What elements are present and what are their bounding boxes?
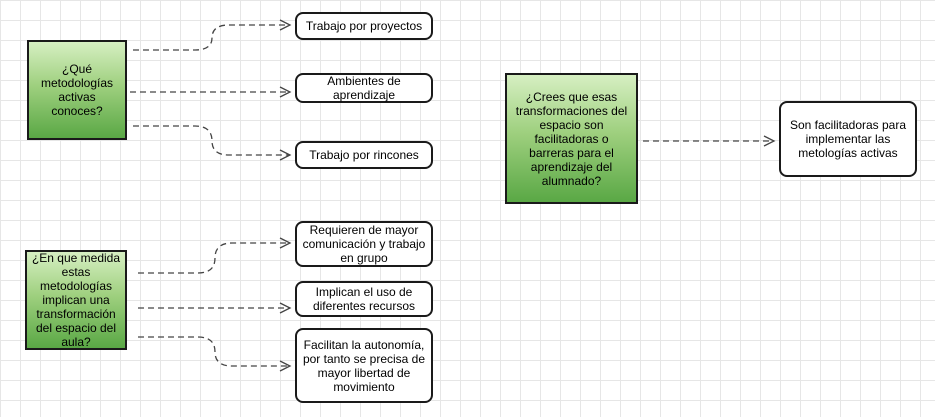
question-methodologies-text: ¿Qué metodologías activas conoces? bbox=[40, 62, 114, 118]
answer-autonomia-movimiento-text: Facilitan la autonomía, por tanto se pre… bbox=[302, 337, 426, 394]
answer-comunicacion-grupo[interactable]: Requieren de mayor comunicación y trabaj… bbox=[295, 221, 433, 267]
question-methodologies[interactable]: ¿Qué metodologías activas conoces? bbox=[27, 40, 127, 140]
answer-trabajo-rincones-text: Trabajo por rincones bbox=[309, 148, 419, 162]
answer-trabajo-rincones[interactable]: Trabajo por rincones bbox=[295, 141, 433, 169]
question-facilitators-barriers[interactable]: ¿Crees que esas transformaciones del esp… bbox=[505, 73, 638, 204]
connector-q1-a1 bbox=[133, 24, 290, 51]
connector-q2-a3 bbox=[138, 336, 290, 367]
connector-q2-a1 bbox=[138, 242, 290, 274]
answer-diferentes-recursos-text: Implican el uso de diferentes recursos bbox=[312, 285, 416, 313]
arrowhead-q2-a3 bbox=[279, 360, 292, 372]
answer-son-facilitadoras[interactable]: Son facilitadoras para implementar las m… bbox=[779, 101, 917, 177]
question-space-transformation[interactable]: ¿En que medida estas metodologías implic… bbox=[25, 250, 127, 350]
answer-son-facilitadoras-text: Son facilitadoras para implementar las m… bbox=[789, 118, 907, 160]
answer-comunicacion-grupo-text: Requieren de mayor comunicación y trabaj… bbox=[302, 223, 426, 265]
arrowhead-q2-a1 bbox=[279, 237, 292, 249]
answer-diferentes-recursos[interactable]: Implican el uso de diferentes recursos bbox=[295, 281, 433, 317]
answer-trabajo-proyectos-text: Trabajo por proyectos bbox=[305, 19, 423, 33]
arrowhead-q1-a1 bbox=[279, 19, 292, 31]
answer-ambientes-aprendizaje-text: Ambientes de aprendizaje bbox=[327, 74, 401, 102]
arrowhead-q2-a2 bbox=[279, 302, 292, 314]
arrowhead-q1-a3 bbox=[279, 149, 292, 161]
question-facilitators-barriers-text: ¿Crees que esas transformaciones del esp… bbox=[515, 89, 628, 188]
answer-trabajo-proyectos[interactable]: Trabajo por proyectos bbox=[295, 12, 433, 40]
arrowhead-q3-a1 bbox=[763, 135, 776, 147]
arrowhead-q1-a2 bbox=[279, 86, 292, 98]
answer-autonomia-movimiento[interactable]: Facilitan la autonomía, por tanto se pre… bbox=[295, 328, 433, 403]
connector-q1-a3 bbox=[133, 125, 290, 156]
answer-ambientes-aprendizaje[interactable]: Ambientes de aprendizaje bbox=[295, 73, 433, 103]
question-space-transformation-text: ¿En que medida estas metodologías implic… bbox=[31, 251, 121, 349]
